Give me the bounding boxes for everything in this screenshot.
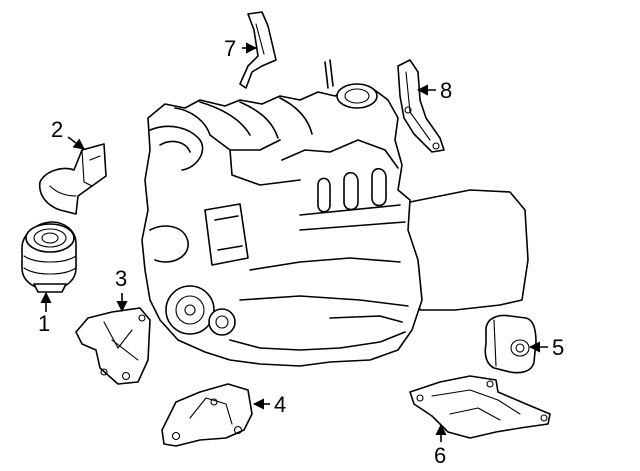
part-3-bracket — [75, 307, 151, 385]
part-4-bracket — [161, 383, 253, 447]
part-5-transmission-mount — [484, 314, 537, 374]
part-6-crossmember — [409, 375, 551, 439]
leader-2 — [67, 136, 85, 150]
callout-number-5: 5 — [552, 335, 564, 360]
callout-number-2: 2 — [51, 117, 63, 142]
callout-number-1: 1 — [38, 311, 50, 336]
callout-number-3: 3 — [115, 266, 127, 291]
callout-numbers: 1 2 3 4 5 6 7 8 — [38, 36, 564, 468]
callout-leaders — [40, 42, 548, 442]
part-1-engine-mount — [21, 221, 77, 293]
part-8-bracket — [397, 59, 445, 153]
callout-number-8: 8 — [440, 78, 452, 103]
callout-number-4: 4 — [274, 392, 286, 417]
engine-block — [141, 59, 529, 367]
callout-number-6: 6 — [434, 443, 446, 468]
callout-number-7: 7 — [224, 36, 236, 61]
part-2-heat-shield — [38, 143, 107, 215]
part-7-bracket — [239, 11, 277, 89]
